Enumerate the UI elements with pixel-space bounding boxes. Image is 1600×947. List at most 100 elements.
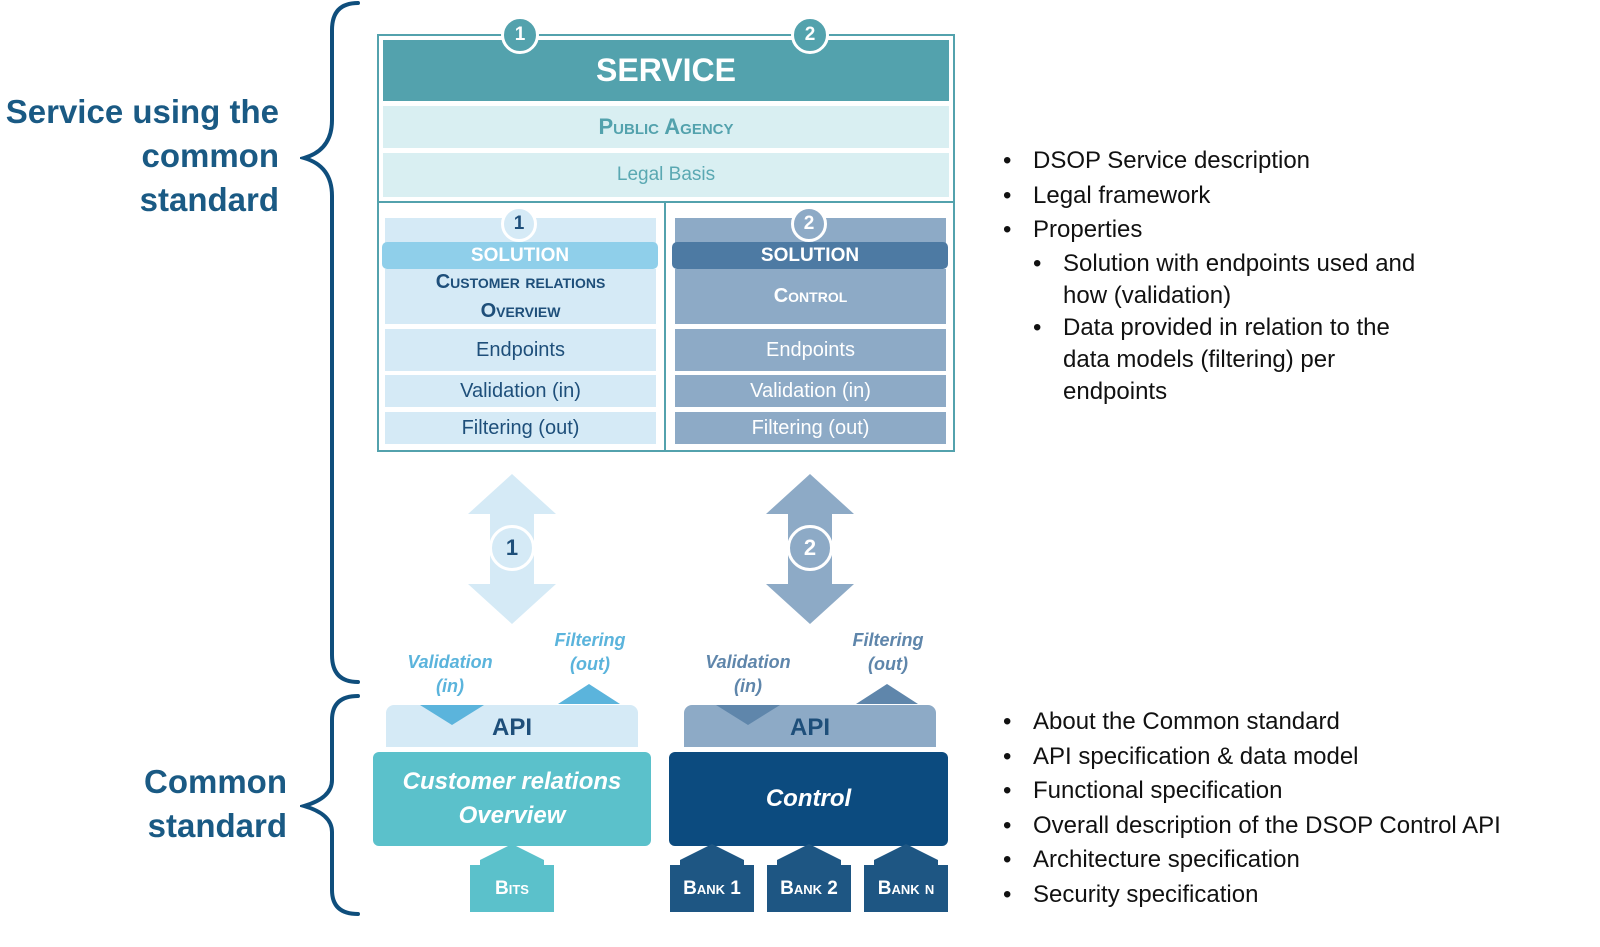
api-left-validation-label: Validation (in) <box>400 650 500 698</box>
solution-right-filtering-text: Filtering (out) <box>751 416 870 439</box>
api-right-filtering-line-1: Filtering <box>852 630 924 650</box>
arrow-right-badge: 2 <box>787 525 833 571</box>
bank-1-box: Bank 1 <box>670 865 754 912</box>
solution-right-header-text: SOLUTION <box>760 244 860 266</box>
service-badge-1: 1 <box>501 16 539 54</box>
api-right-validation-marker <box>716 705 780 725</box>
solution-left-validation-text: Validation (in) <box>460 379 581 402</box>
arrow-left-badge-text: 1 <box>505 535 519 560</box>
service-title-text: SERVICE <box>596 52 736 88</box>
solution-left-header: SOLUTION <box>382 242 658 269</box>
service-badge-2: 2 <box>791 16 829 54</box>
solution-left-badge: 1 <box>501 206 537 242</box>
api-left-validation-marker <box>420 705 484 725</box>
service-side-label-line-3: standard <box>139 181 279 218</box>
solution-right-validation-text: Validation (in) <box>750 379 871 402</box>
api-left-filtering-label: Filtering (out) <box>540 628 640 676</box>
service-subbullet-2-line-3: endpoints <box>1063 377 1168 405</box>
common-bullet-6: Security specification <box>1003 878 1501 913</box>
control-system: Control <box>669 752 948 846</box>
api-right-filtering-marker <box>856 684 918 704</box>
api-left-validation-line-1: Validation <box>407 652 493 672</box>
solution-right-endpoints-text: Endpoints <box>766 338 855 361</box>
service-badge-2-text: 2 <box>804 24 816 45</box>
solution-left-endpoints: Endpoints <box>385 329 656 371</box>
legal-basis-bar: Legal Basis <box>383 153 949 197</box>
bank-1-connector <box>680 844 744 866</box>
service-subbullet-2: Data provided in relation to the data mo… <box>1033 312 1415 408</box>
common-standard-side-label: Common standard <box>144 760 287 848</box>
solution-left-badge-text: 1 <box>513 213 525 234</box>
bank-n-text: Bank n <box>877 877 935 899</box>
solution-right-validation: Validation (in) <box>675 375 946 407</box>
api-left-label: API <box>491 714 532 741</box>
cro-system-line-1: Customer relations <box>402 768 622 795</box>
common-side-label-line-1: Common <box>144 763 287 800</box>
api-left-validation-line-2: (in) <box>436 676 464 696</box>
solution-left-endpoints-text: Endpoints <box>476 338 565 361</box>
solution-right-filtering: Filtering (out) <box>675 412 946 444</box>
common-bullet-3: Functional specification <box>1003 774 1501 809</box>
service-bullet-3: Properties <box>1003 213 1415 248</box>
solution-left-name: Customer relations Overview <box>385 269 656 324</box>
api-right-filtering-label: Filtering (out) <box>838 628 938 676</box>
bits-text: Bits <box>495 877 529 899</box>
api-left-bar: API <box>386 705 638 747</box>
service-bullet-2: Legal framework <box>1003 179 1415 214</box>
brace-service <box>300 1 360 916</box>
bank-n-box: Bank n <box>864 865 948 912</box>
solution-right-badge-text: 2 <box>803 213 815 234</box>
service-side-label-line-1: Service using the <box>5 93 279 130</box>
service-subbullet-2-line-2: data models (filtering) per <box>1063 345 1336 373</box>
service-bullets: DSOP Service description Legal framework… <box>1003 144 1415 408</box>
cro-system-line-2: Overview <box>458 802 566 829</box>
service-subbullet-1-line-2: how (validation) <box>1063 281 1232 309</box>
solution-left-name-line-1: Customer relations <box>435 270 606 293</box>
api-right-validation-line-1: Validation <box>705 652 791 672</box>
legal-basis-text: Legal Basis <box>616 164 716 185</box>
solution-right-name-text: Control <box>773 285 848 307</box>
arrow-left-badge: 1 <box>489 525 535 571</box>
api-right-filtering-line-2: (out) <box>868 654 908 674</box>
common-bullet-1: About the Common standard <box>1003 705 1501 740</box>
service-subbullet-1: Solution with endpoints used and how (va… <box>1033 248 1415 312</box>
api-left-filtering-marker <box>558 684 620 704</box>
service-subbullet-2-line-1: Data provided in relation to the <box>1063 313 1390 341</box>
solution-left-name-line-2: Overview <box>480 299 561 322</box>
bank-2-box: Bank 2 <box>767 865 851 912</box>
common-standard-bullets: About the Common standard API specificat… <box>1003 705 1501 912</box>
solution-left-validation: Validation (in) <box>385 375 656 407</box>
public-agency-bar: Public Agency <box>383 106 949 148</box>
bank-n-connector <box>874 844 938 866</box>
service-col-divider <box>664 201 666 451</box>
customer-relations-overview-system: Customer relations Overview <box>373 752 651 846</box>
control-system-text: Control <box>765 785 852 812</box>
common-bullet-5: Architecture specification <box>1003 843 1501 878</box>
service-side-label: Service using the common standard <box>6 90 279 222</box>
solution-right-header: SOLUTION <box>672 242 948 269</box>
bits-box: Bits <box>470 865 554 912</box>
service-bullet-1: DSOP Service description <box>1003 144 1415 179</box>
solution-right-badge: 2 <box>791 206 827 242</box>
api-right-bar: API <box>684 705 936 747</box>
service-badge-1-text: 1 <box>514 24 526 45</box>
service-title: SERVICE <box>383 40 949 101</box>
service-row-divider <box>379 201 953 203</box>
solution-left-filtering: Filtering (out) <box>385 412 656 444</box>
bank-1-text: Bank 1 <box>683 877 741 899</box>
api-left-filtering-line-1: Filtering <box>554 630 626 650</box>
api-left-filtering-line-2: (out) <box>570 654 610 674</box>
arrow-right-badge-text: 2 <box>803 535 817 560</box>
common-bullet-4: Overall description of the DSOP Control … <box>1003 809 1501 844</box>
solution-right-name: Control <box>675 269 946 324</box>
api-right-validation-line-2: (in) <box>734 676 762 696</box>
common-bullet-2: API specification & data model <box>1003 740 1501 775</box>
service-subbullet-1-line-1: Solution with endpoints used and <box>1063 249 1416 277</box>
public-agency-text: Public Agency <box>598 114 734 139</box>
common-side-label-line-2: standard <box>147 807 287 844</box>
solution-left-header-text: SOLUTION <box>470 244 570 266</box>
bank-2-text: Bank 2 <box>780 877 838 899</box>
solution-left-filtering-text: Filtering (out) <box>461 416 580 439</box>
bank-2-connector <box>777 844 841 866</box>
bits-connector <box>480 844 544 866</box>
